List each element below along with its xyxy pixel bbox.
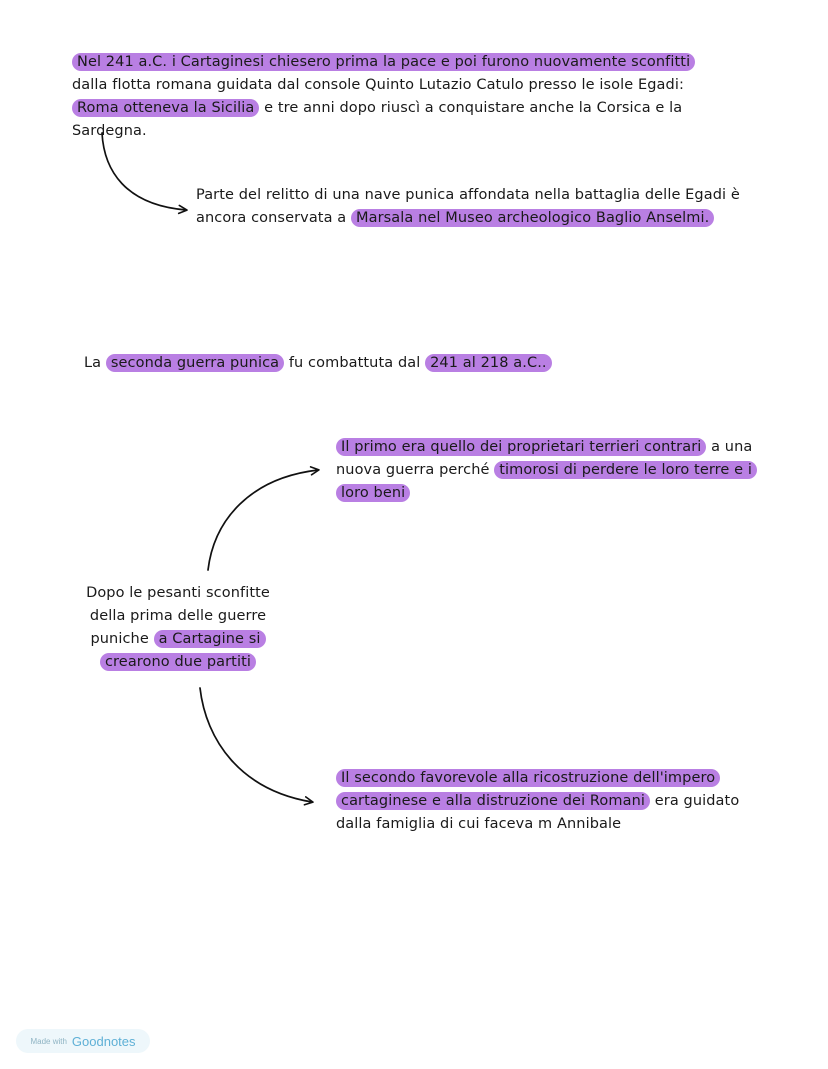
note-second-party: Il secondo favorevole alla ricostruzione… (336, 767, 756, 836)
note-second-punic-war: La seconda guerra punica fu combattuta d… (84, 352, 604, 375)
arrow-to-shipwreck-note (101, 132, 188, 215)
made-with-label: Made with (30, 1036, 67, 1046)
highlight-carthaginians-defeated: Nel 241 a.C. i Cartaginesi chiesero prim… (72, 53, 696, 71)
highlight-marsala-museum: Marsala nel Museo archeologico Baglio An… (351, 209, 715, 227)
note-first-punic-war-end: Nel 241 a.C. i Cartaginesi chiesero prim… (72, 51, 732, 143)
highlight-first-party: Il primo era quello dei proprietari terr… (336, 438, 707, 456)
highlight-rome-sicily: Roma otteneva la Sicilia (72, 99, 260, 117)
note-two-parties: Dopo le pesanti sconfitte della prima de… (80, 582, 276, 674)
text-hannibal-family: era guidato dalla famiglia di cui faceva… (336, 793, 740, 832)
text-after-defeats: Dopo le pesanti sconfitte della prima de… (86, 585, 270, 647)
goodnotes-logo: Goodnotes (71, 1033, 136, 1049)
text-new-war: a una nuova guerra perché (336, 439, 753, 478)
text-la: La (84, 355, 106, 371)
text-fought: fu combattuta dal (284, 355, 426, 371)
note-shipwreck-marsala: Parte del relitto di una nave punica aff… (196, 184, 756, 230)
arrow-to-second-party (199, 687, 314, 806)
made-with-goodnotes-badge: Made with Goodnotes (16, 1029, 150, 1053)
text-shipwreck: Parte del relitto di una nave punica aff… (196, 187, 740, 226)
highlight-dates: 241 al 218 a.C.. (425, 354, 552, 372)
arrow-to-first-party (207, 466, 320, 571)
note-first-party: Il primo era quello dei proprietari terr… (336, 436, 766, 505)
highlight-second-punic-war: seconda guerra punica (105, 354, 285, 372)
text-roman-fleet: dalla flotta romana guidata dal console … (72, 77, 684, 93)
